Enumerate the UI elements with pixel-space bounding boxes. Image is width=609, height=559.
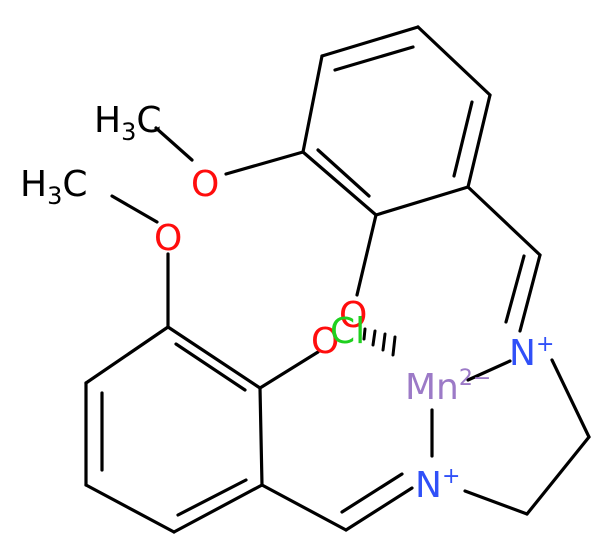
- aromatic-inner-bond: [174, 342, 247, 392]
- lower-benzene-ring: [84, 325, 264, 534]
- nitrogen-bottom-label: N+: [415, 464, 460, 506]
- bond-mn-to-n-top: [466, 359, 512, 382]
- bond: [172, 483, 264, 534]
- bond: [374, 185, 470, 217]
- imine-double-bond: [518, 253, 542, 333]
- bond-oxygen-to-methyl: [154, 126, 194, 162]
- bond: [466, 93, 492, 189]
- aromatic-inner-bond: [176, 478, 248, 517]
- imine-double-bond-inner: [340, 472, 404, 514]
- methyl-left-label: H3C: [20, 164, 88, 210]
- aromatic-inner-bond: [316, 148, 371, 198]
- bond-ring-to-phenoxide-o: [258, 350, 320, 390]
- bond: [301, 54, 324, 154]
- bond: [320, 25, 420, 58]
- bond-ring-to-imine-carbon: [466, 185, 542, 257]
- bond: [258, 386, 264, 487]
- manganese-label: Mn2−: [405, 366, 491, 408]
- oxygen-lower-ring-label: O: [311, 321, 339, 362]
- hashed-wedge-bond: [362, 327, 397, 357]
- bond: [84, 483, 176, 534]
- aromatic-inner-bond: [333, 45, 415, 72]
- bond: [84, 325, 170, 385]
- bond: [166, 325, 262, 390]
- bond: [416, 25, 492, 97]
- nitrogen-top-label: N+: [509, 332, 554, 374]
- bond-ring-to-imine-carbon: [260, 483, 348, 532]
- imine-double-bond-inner: [504, 254, 526, 324]
- imine-double-bond: [344, 486, 414, 532]
- bond-ring-to-oxygen: [224, 150, 305, 176]
- bond-oxygen-to-methyl: [110, 194, 159, 224]
- upper-benzene-ring: [301, 25, 492, 217]
- bond-ch2-to-n: [550, 358, 591, 439]
- bond: [301, 150, 378, 217]
- bond-ch2-to-ch2: [525, 435, 591, 516]
- bond-n-to-ch2: [463, 489, 529, 516]
- oxygen-top-label: O: [191, 164, 219, 205]
- oxygen-upper-ring-label: O: [339, 295, 367, 336]
- chloride-label: Cl: [330, 311, 365, 352]
- bond-ring-to-phenoxide-o: [355, 213, 378, 297]
- oxygen-left-label: O: [154, 218, 182, 259]
- aromatic-inner-bond: [452, 100, 474, 178]
- methyl-top-label: H3C: [94, 100, 162, 146]
